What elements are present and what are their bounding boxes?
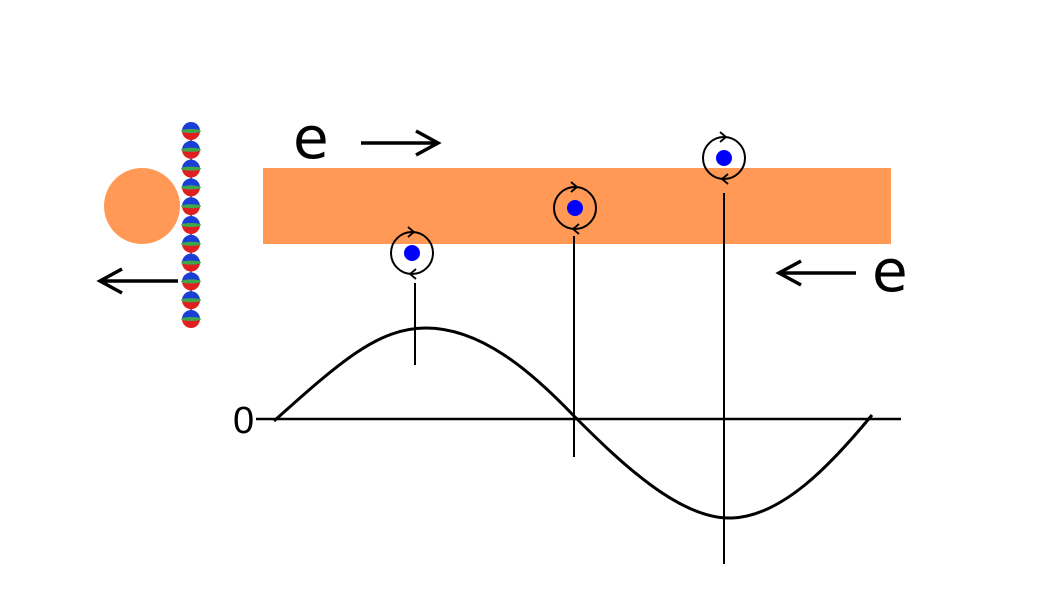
chain-bead-icon: [181, 234, 201, 253]
electron-label-right: e: [872, 237, 908, 305]
zero-label: 0: [233, 400, 254, 442]
chain-bead-icon: [181, 178, 201, 197]
left-arrow-icon-right: [775, 259, 856, 287]
particle-dot: [716, 150, 732, 166]
left-arrow-icon: [96, 267, 178, 295]
spin-circle-icon: [390, 226, 434, 280]
chain-bead-icon: [181, 197, 201, 216]
spin-circle-icon: [702, 131, 746, 185]
chain-bead-icon: [181, 216, 201, 234]
chain-bead-icon: [181, 291, 201, 310]
chain-bead-icon: [181, 272, 201, 291]
chain-bead-icon: [181, 159, 201, 178]
chain-bead-icon: [181, 122, 201, 140]
orange-ball: [104, 168, 180, 244]
chain-bead-icon: [181, 253, 201, 272]
bead-chain: [181, 122, 201, 328]
chain-bead-icon: [181, 140, 201, 159]
spin-circle-icon: [553, 181, 597, 235]
right-arrow-icon: [361, 129, 442, 157]
electron-label-left: e: [293, 104, 329, 172]
sine-wave: [273, 326, 874, 520]
chain-bead-icon: [181, 310, 201, 328]
particle-dot: [404, 245, 420, 261]
particle-dot: [567, 200, 583, 216]
